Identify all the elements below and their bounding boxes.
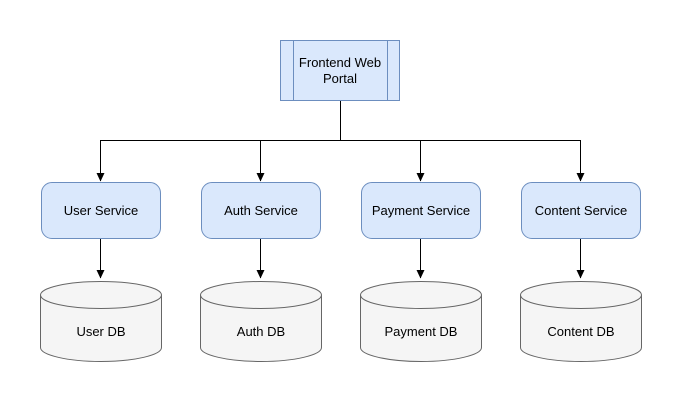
node-content-db[interactable]: Content DB xyxy=(520,281,642,362)
node-content-db-label: Content DB xyxy=(547,324,615,339)
node-frontend-web-portal[interactable]: Frontend Web Portal xyxy=(280,40,400,101)
cylinder-icon xyxy=(360,281,482,362)
node-user-service[interactable]: User Service xyxy=(41,182,161,239)
component-bar-right-icon xyxy=(387,41,388,100)
node-user-db-label: User DB xyxy=(76,324,126,339)
cylinder-icon xyxy=(40,281,162,362)
node-payment-db[interactable]: Payment DB xyxy=(360,281,482,362)
node-content-service[interactable]: Content Service xyxy=(521,182,641,239)
node-auth-service-label: Auth Service xyxy=(224,202,298,218)
node-user-service-label: User Service xyxy=(63,202,139,218)
component-bar-left-icon xyxy=(293,41,294,100)
cylinder-icon xyxy=(520,281,642,362)
node-payment-service[interactable]: Payment Service xyxy=(361,182,481,239)
node-auth-service[interactable]: Auth Service xyxy=(201,182,321,239)
node-auth-db[interactable]: Auth DB xyxy=(200,281,322,362)
cylinder-icon xyxy=(200,281,322,362)
node-content-service-label: Content Service xyxy=(534,202,628,218)
node-user-db[interactable]: User DB xyxy=(40,281,162,362)
node-payment-db-label: Payment DB xyxy=(384,324,458,339)
node-auth-db-label: Auth DB xyxy=(236,324,286,339)
node-payment-service-label: Payment Service xyxy=(371,202,471,218)
node-frontend-web-portal-label: Frontend Web Portal xyxy=(298,54,382,86)
